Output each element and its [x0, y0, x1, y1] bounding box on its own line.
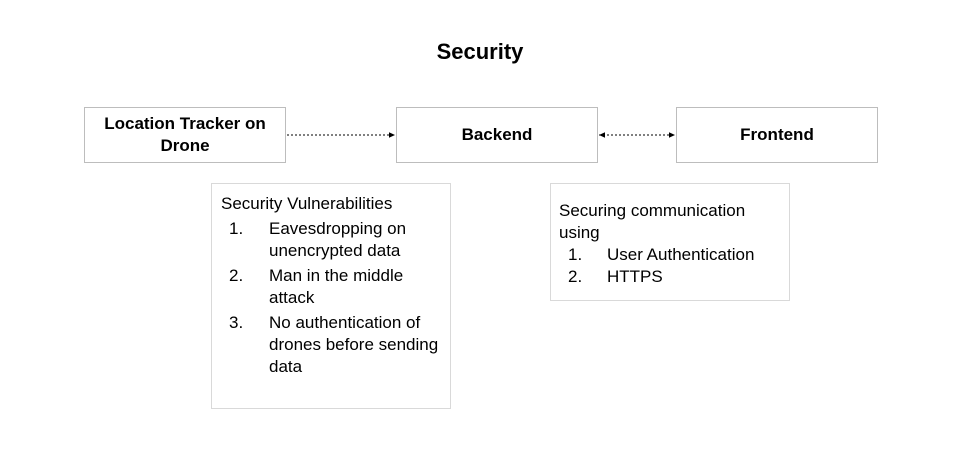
list-item-number: 1.	[568, 245, 583, 264]
list-item-number: 2.	[568, 267, 583, 286]
list-item-text: Man in the middle attack	[269, 266, 404, 307]
note-securing-heading: Securing communication using	[559, 201, 746, 242]
node-location-tracker-label: Location Tracker on Drone	[104, 114, 266, 155]
securing-list: 1. User Authentication 2. HTTPS	[559, 244, 781, 288]
list-item-text: Eavesdropping on unencrypted data	[269, 219, 407, 260]
node-backend[interactable]: Backend	[396, 107, 598, 163]
node-backend-label: Backend	[461, 125, 533, 144]
list-item-number: 3.	[229, 313, 244, 332]
diagram-title: Security	[436, 39, 524, 64]
list-item-text: No authentication of drones before sendi…	[269, 313, 439, 376]
list-item: 1. User Authentication	[559, 244, 781, 266]
node-frontend-label: Frontend	[740, 125, 814, 144]
node-frontend[interactable]: Frontend	[676, 107, 878, 163]
list-item: 2. HTTPS	[559, 266, 781, 288]
node-location-tracker[interactable]: Location Tracker on Drone	[84, 107, 286, 163]
list-item: 1. Eavesdropping on unencrypted data	[221, 218, 442, 262]
list-item-text: User Authentication	[607, 245, 755, 264]
list-item: 3. No authentication of drones before se…	[221, 312, 442, 378]
list-item-text: HTTPS	[607, 267, 663, 286]
vulnerabilities-list: 1. Eavesdropping on unencrypted data 2. …	[221, 218, 442, 378]
list-item-number: 2.	[229, 266, 244, 285]
note-security-vulnerabilities: Security Vulnerabilities 1. Eavesdroppin…	[211, 183, 451, 409]
note-securing-communication: Securing communication using 1. User Aut…	[550, 183, 790, 301]
list-item: 2. Man in the middle attack	[221, 265, 442, 309]
note-vulnerabilities-heading: Security Vulnerabilities	[221, 194, 393, 213]
list-item-number: 1.	[229, 219, 244, 238]
